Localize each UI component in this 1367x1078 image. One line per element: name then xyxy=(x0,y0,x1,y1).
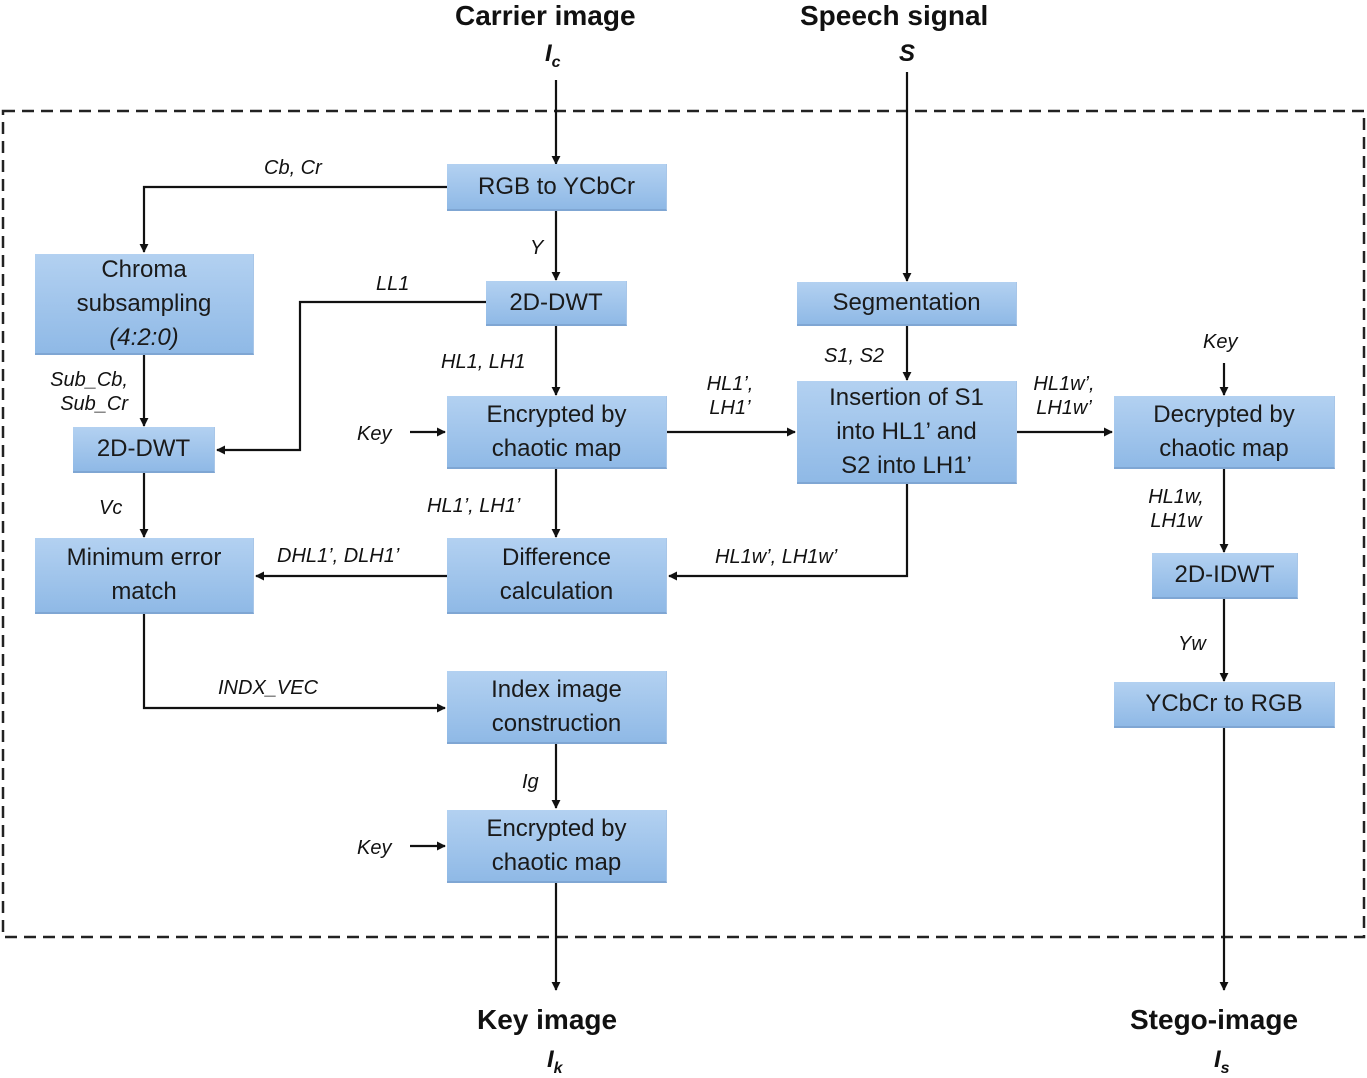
label-key-encrypt1: Key xyxy=(357,423,392,445)
label-key-decrypt: Key xyxy=(1203,331,1238,353)
carrier-symbol: Ic xyxy=(545,40,561,71)
stego-image-symbol: Is xyxy=(1214,1046,1230,1077)
idwt-box: 2D-IDWT xyxy=(1152,553,1298,599)
label-hl1w-lh1w-right: HL1w’, LH1w’ xyxy=(1033,373,1095,419)
arrow-insertion-to-diff xyxy=(668,484,909,581)
label-hl1w-lh1w-down: HL1w, LH1w xyxy=(1148,486,1204,532)
arrow-min-error-to-index xyxy=(142,614,446,713)
arrow-ll1-to-dwt-chroma xyxy=(216,300,486,455)
label-hl1p-lh1p-right: HL1’, LH1’ xyxy=(706,373,754,419)
arrow-cbcr-to-chroma xyxy=(139,185,447,253)
speech-signal-title: Speech signal xyxy=(800,0,989,31)
decrypt-box: Decrypted by chaotic map xyxy=(1114,396,1335,469)
index-image-construction-box: Index image construction xyxy=(447,671,667,744)
encrypt-box-2: Encrypted by chaotic map xyxy=(447,810,667,883)
system-boundary xyxy=(1,109,1366,939)
chroma-subsampling-box: Chroma subsampling (4:2:0) xyxy=(35,254,254,355)
key-image-symbol: Ik xyxy=(547,1046,563,1077)
label-y: Y xyxy=(530,237,544,259)
label-hl1p-lh1p-down: HL1’, LH1’ xyxy=(427,495,521,517)
label-sub-cb-cr: Sub_Cb, Sub_Cr xyxy=(50,369,128,415)
carrier-image-title: Carrier image xyxy=(455,0,636,31)
insertion-box: Insertion of S1 into HL1’ and S2 into LH… xyxy=(797,381,1017,484)
dwt-chroma-box: 2D-DWT xyxy=(73,427,215,473)
label-cb-cr: Cb, Cr xyxy=(264,157,322,179)
key-image-title: Key image xyxy=(477,1004,618,1035)
label-vc: Vc xyxy=(99,497,123,519)
label-ig: Ig xyxy=(522,771,539,793)
label-ll1: LL1 xyxy=(376,273,410,295)
encrypt-box-1: Encrypted by chaotic map xyxy=(447,396,667,469)
rgb-to-ycbcr-box: RGB to YCbCr xyxy=(447,164,667,211)
difference-calculation-box: Difference calculation xyxy=(447,538,667,614)
label-hl1-lh1: HL1, LH1 xyxy=(441,351,526,373)
label-yw: Yw xyxy=(1178,633,1206,655)
ycbcr-to-rgb-box: YCbCr to RGB xyxy=(1114,682,1335,728)
segmentation-box: Segmentation xyxy=(797,282,1017,326)
label-dhl1-dlh1: DHL1’, DLH1’ xyxy=(277,545,400,567)
stego-image-title: Stego-image xyxy=(1130,1004,1299,1035)
dwt-main-box: 2D-DWT xyxy=(486,281,627,326)
label-key-encrypt2: Key xyxy=(357,837,392,859)
min-error-match-box: Minimum error match xyxy=(35,538,254,614)
label-indx-vec: INDX_VEC xyxy=(218,677,319,699)
speech-symbol: S xyxy=(899,40,916,67)
label-hl1w-lh1w-return: HL1w’, LH1w’ xyxy=(715,546,838,568)
label-s1-s2: S1, S2 xyxy=(824,345,885,367)
